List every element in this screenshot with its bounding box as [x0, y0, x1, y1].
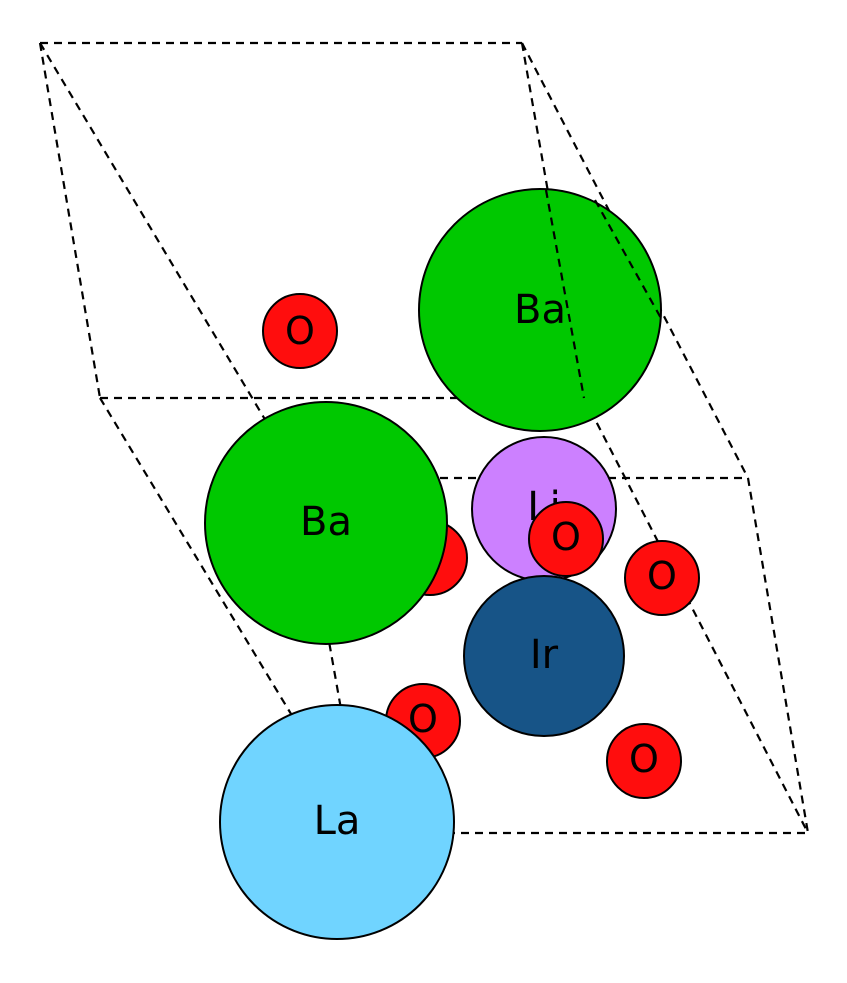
cell-edge: [38, 42, 102, 399]
lanthanum-label: La: [314, 798, 361, 844]
lanthanum-disc: [219, 704, 455, 940]
lanthanum-atom: La: [219, 704, 455, 940]
cell-edge: [746, 477, 810, 834]
oxygen-label: O: [285, 309, 315, 353]
cell-edge: [594, 199, 663, 321]
oxygen-label: O: [551, 515, 581, 559]
unit-cell-overlay-edges: [544, 189, 663, 399]
iridium-disc: [463, 575, 625, 737]
barium-disc: [204, 401, 448, 645]
barium-label: Ba: [300, 499, 352, 545]
oxygen-atom-right: O: [624, 540, 700, 616]
cell-edge: [39, 42, 301, 479]
oxygen-atom-lower-right: O: [606, 723, 682, 799]
oxygen-disc: [624, 540, 700, 616]
cell-edge: [583, 397, 809, 834]
oxygen-disc: [262, 293, 338, 369]
oxygen-label: O: [647, 554, 677, 598]
barium-atom-middle: Ba: [204, 401, 448, 645]
oxygen-atom-upper-left: O: [262, 293, 338, 369]
cell-edge: [544, 189, 586, 399]
oxygen-label: O: [629, 737, 659, 781]
iridium-atom: Ir: [463, 575, 625, 737]
oxygen-disc: [606, 723, 682, 799]
oxygen-atom-center: O: [528, 501, 604, 577]
iridium-label: Ir: [530, 632, 559, 678]
oxygen-disc: [528, 501, 604, 577]
barium-label: Ba: [514, 287, 566, 333]
barium-disc: [418, 188, 662, 432]
barium-atom-top: Ba: [418, 188, 662, 432]
